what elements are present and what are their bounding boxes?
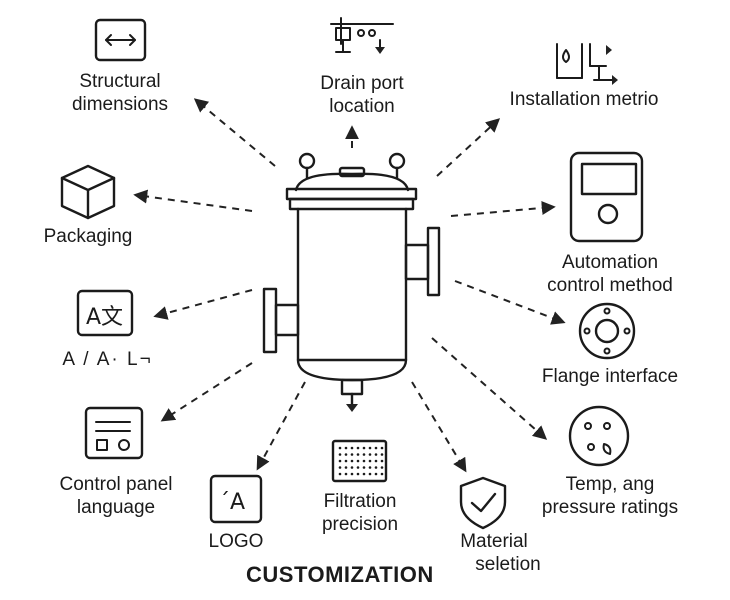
- mesh-dot: [368, 472, 372, 476]
- label-language: A / A· L¬: [62, 349, 153, 370]
- mesh-screen-icon: [331, 439, 388, 483]
- control-panel-icon: [84, 406, 144, 460]
- arrow-logo: [256, 381, 306, 471]
- mesh-dot: [350, 446, 354, 450]
- logo-icon: ´A: [209, 474, 263, 524]
- mesh-dot: [374, 446, 378, 450]
- mesh-dot: [362, 453, 366, 456]
- mesh-dot: [374, 453, 378, 456]
- box-icon: [60, 164, 116, 220]
- translate-icon-glyphs: A文: [86, 305, 123, 330]
- mesh-dot: [380, 472, 384, 476]
- mesh-dot: [380, 459, 384, 463]
- mesh-dot: [356, 446, 360, 450]
- mesh-dot: [350, 466, 354, 469]
- logo-icon-glyphs: ´A: [219, 490, 245, 515]
- mesh-dot: [338, 459, 342, 463]
- mesh-dot: [338, 466, 342, 469]
- mesh-dot: [344, 453, 348, 456]
- label-packaging: Packaging: [43, 226, 133, 247]
- mesh-dot: [350, 453, 354, 456]
- arrow-flange-interface: [454, 280, 566, 325]
- mesh-dot: [344, 446, 348, 450]
- mesh-dot: [380, 466, 384, 469]
- connector-arrows: [133, 98, 566, 473]
- vessel-illustration: [262, 152, 441, 412]
- mesh-dot: [356, 459, 360, 463]
- mesh-dot: [374, 459, 378, 463]
- label-installation-metric: Installation metrio: [509, 89, 659, 110]
- mesh-dot: [344, 466, 348, 469]
- mesh-dot: [380, 453, 384, 456]
- arrow-structural-dimensions: [193, 98, 276, 167]
- mesh-dot: [356, 466, 360, 469]
- label-flange-interface: Flange interface: [541, 366, 679, 387]
- control-device-icon: [569, 151, 644, 243]
- mesh-dot: [368, 446, 372, 450]
- pressure-gauge-icon: [568, 405, 630, 467]
- arrow-automation-control: [450, 201, 556, 217]
- mesh-dot: [338, 472, 342, 476]
- arrow-material-selection: [411, 381, 467, 473]
- mesh-dot: [356, 472, 360, 476]
- mesh-dot: [362, 466, 366, 469]
- mesh-dot: [362, 446, 366, 450]
- arrow-installation-metric: [436, 118, 501, 177]
- mesh-dot: [368, 466, 372, 469]
- arrow-temp-pressure: [431, 337, 548, 440]
- label-logo: LOGO: [208, 531, 264, 552]
- mesh-dot: [368, 453, 372, 456]
- mesh-dot: [344, 472, 348, 476]
- mesh-dot: [350, 459, 354, 463]
- mesh-dot: [350, 472, 354, 476]
- translate-icon: A文: [76, 289, 134, 337]
- mesh-dot: [338, 453, 342, 456]
- mesh-dot: [362, 459, 366, 463]
- shield-check-icon: [459, 476, 507, 530]
- arrow-language: [153, 289, 253, 320]
- flange-icon: [578, 302, 636, 360]
- diagram-title: CUSTOMIZATION: [246, 562, 434, 587]
- mesh-dot: [374, 472, 378, 476]
- mesh-dot: [344, 459, 348, 463]
- arrow-packaging: [133, 189, 253, 212]
- mesh-dot: [380, 446, 384, 450]
- mesh-dot: [338, 446, 342, 450]
- installation-metric-icon: [556, 43, 618, 85]
- mesh-dot: [368, 459, 372, 463]
- mesh-dot: [374, 466, 378, 469]
- mesh-dot: [356, 453, 360, 456]
- drain-valve-icon: [330, 17, 394, 54]
- resize-arrows-icon: [94, 18, 147, 62]
- arrow-control-panel: [160, 362, 253, 422]
- mesh-dot: [362, 472, 366, 476]
